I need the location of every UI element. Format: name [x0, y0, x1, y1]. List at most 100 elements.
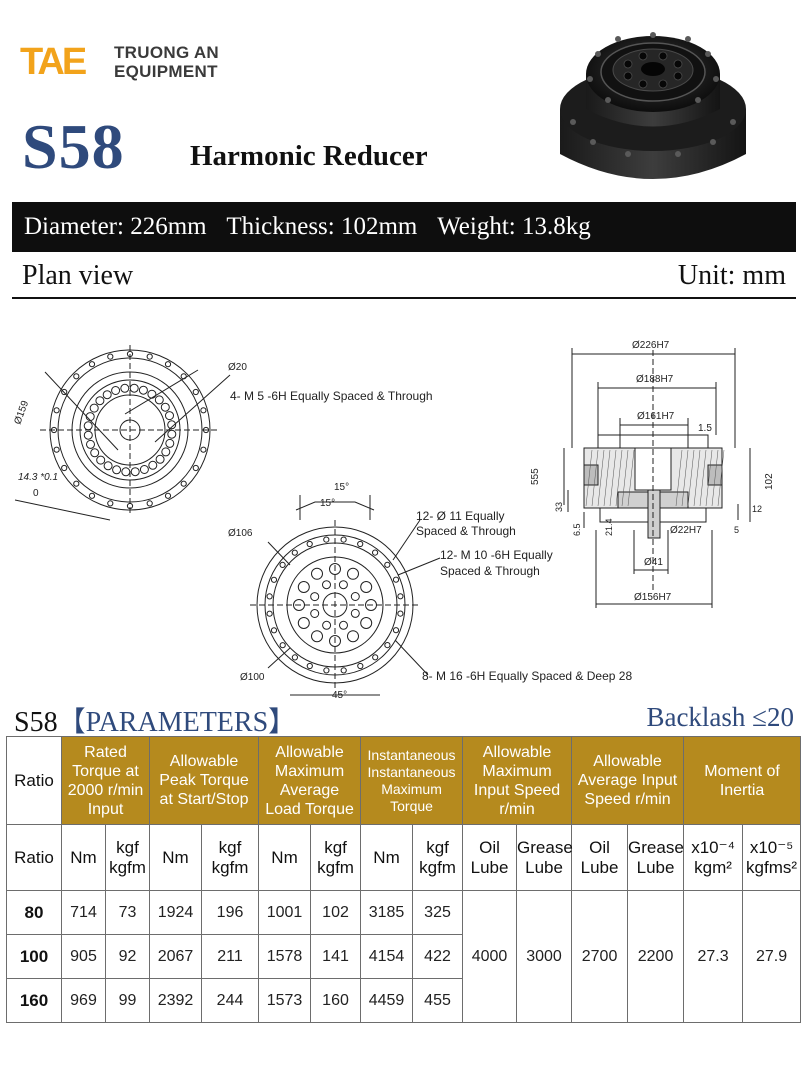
inst-kgf-cell: 422	[412, 934, 464, 979]
bearing-ball	[121, 467, 131, 477]
bolt-hole	[180, 480, 187, 487]
bolt-hole	[384, 561, 391, 568]
header-instantaneous-line3: Maximum	[381, 780, 442, 797]
bolt-hole	[310, 592, 320, 602]
bolt-hole	[347, 630, 359, 643]
bolt-hole	[270, 576, 278, 583]
rated-nm-cell: 905	[61, 934, 106, 979]
thickness-spec: Thickness: 102mm	[226, 213, 418, 240]
dim-d161: Ø161H7	[637, 411, 675, 422]
bearing-ball	[96, 455, 106, 465]
bolt-hole	[146, 353, 153, 360]
bearing-ball	[155, 454, 165, 464]
bearing-ball	[139, 465, 149, 474]
table-row: 160 969 99 2392 244 1573 160 4459 455	[6, 978, 801, 1023]
dim-21-4: 21.4	[604, 518, 614, 536]
dim-14-3-tolerance: 0	[33, 488, 39, 499]
bearing-ball	[129, 383, 139, 393]
ratio-header-top: Ratio	[6, 736, 62, 825]
bolt-hole	[266, 610, 273, 617]
hatch-line	[711, 449, 719, 507]
hatch-line	[705, 449, 713, 507]
hatch-line	[609, 449, 617, 507]
spec-bar: Diameter: 226mm Thickness: 102mm Weight:…	[12, 202, 796, 252]
bolt-hole	[347, 567, 359, 580]
peak-kgf-cell: 211	[201, 934, 260, 979]
rated-nm-cell: 714	[61, 890, 106, 935]
product-photo	[560, 32, 746, 179]
peak-nm-cell: 1924	[149, 890, 203, 935]
product-name: Harmonic Reducer	[190, 140, 428, 172]
peak-nm-cell: 2392	[149, 978, 203, 1023]
ratio-cell: 100	[6, 934, 62, 979]
diameter-spec: Diameter: 226mm	[24, 213, 207, 240]
unit-nm: Nm	[149, 824, 203, 891]
input-side-view	[14, 345, 231, 521]
note-m16-holes: 8- M 16 -6H Equally Spaced & Deep 28	[422, 669, 632, 683]
dim-d226: Ø226H7	[632, 340, 670, 351]
rated-kgf-cell: 99	[104, 978, 151, 1023]
bolt-hole	[322, 580, 331, 590]
backlash-spec: Backlash ≤20	[646, 702, 794, 732]
outer-bolt-ring	[266, 536, 404, 674]
bearing-ball	[165, 411, 174, 421]
hatch-line	[597, 449, 605, 507]
bearing-ball	[90, 448, 100, 458]
dim-14-3: 14.3 *0.1	[18, 472, 58, 483]
bearing-ball	[130, 467, 140, 477]
bolt-hole	[297, 617, 310, 629]
dim-12: 12	[752, 504, 762, 514]
inst-nm-cell: 4154	[360, 934, 414, 979]
bolt-hole	[392, 627, 400, 634]
bolt-hole	[73, 480, 80, 487]
note-d11-line1: 12- Ø 11 Equally	[416, 509, 505, 523]
bolt-hole	[291, 654, 298, 661]
unit-nm: Nm	[61, 824, 106, 891]
plan-view-label: Plan view	[22, 260, 134, 291]
bearing-ball	[147, 389, 157, 399]
bolt-hole	[291, 549, 298, 556]
inst-kgf-cell: 455	[412, 978, 464, 1023]
divider	[12, 297, 796, 299]
bolt-hole	[392, 576, 400, 583]
bolt-hole	[297, 581, 310, 593]
bolt-hole	[310, 609, 320, 618]
hatch-line	[621, 449, 629, 507]
bearing-ball	[83, 430, 93, 440]
dim-d106: Ø106	[228, 528, 253, 539]
bolt-hole	[360, 617, 373, 629]
bolt-hole	[323, 536, 330, 543]
bolt-hole	[266, 593, 273, 600]
header-rated-torque: Rated Torque at 2000 r/min Input	[60, 736, 151, 825]
hatch-line	[585, 449, 593, 507]
hatch-line	[615, 449, 623, 507]
dim-15deg-a: 15°	[334, 482, 349, 493]
bolt-hole	[323, 667, 330, 674]
bearing-ball	[165, 438, 175, 448]
bolt-hole	[357, 540, 364, 548]
bolt-hole	[311, 630, 323, 643]
header-instantaneous-line1: Instantaneous	[367, 746, 456, 763]
max-speed-grease-cell: 3000	[516, 890, 573, 1023]
bolt-hole	[164, 361, 172, 368]
bolt-hole	[372, 654, 379, 661]
weight-spec: Weight: 13.8kg	[437, 213, 591, 240]
max-speed-oil-cell: 4000	[462, 890, 518, 1023]
bearing-ball	[167, 420, 177, 430]
dim-d100: Ø100	[240, 672, 265, 683]
dim-1-5: 1.5	[698, 423, 712, 434]
bearing-ball	[138, 385, 148, 395]
technical-drawing: Ø20 4- M 5 -6H Equally Spaced & Through …	[12, 340, 775, 700]
bolt-hole	[61, 464, 68, 472]
bearing-ball-ring	[83, 383, 177, 477]
svg-text:TAE: TAE	[20, 41, 86, 80]
bolt-hole	[270, 627, 278, 634]
bolt-hole	[306, 662, 313, 670]
inertia-kgfms2-cell: 27.9	[742, 890, 802, 1023]
